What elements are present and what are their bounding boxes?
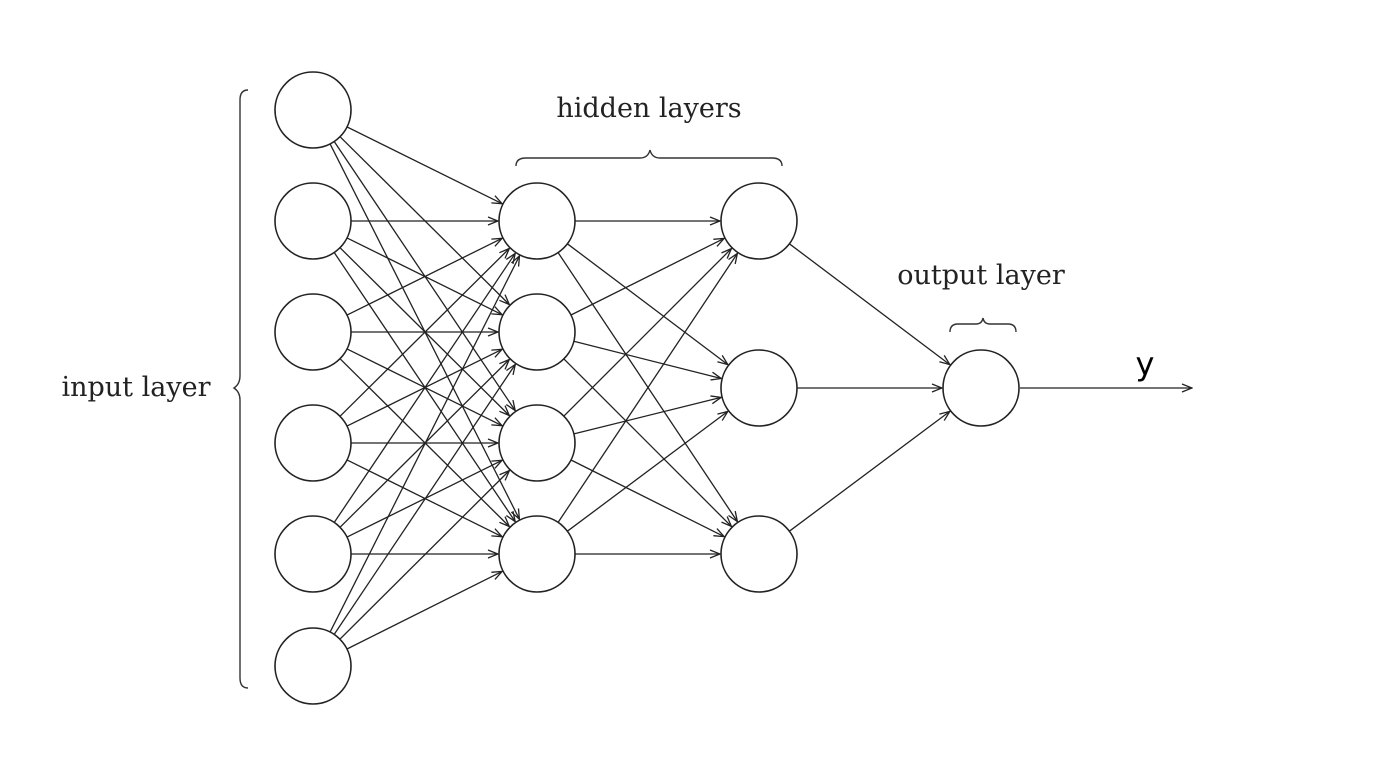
input-neuron-1 xyxy=(274,71,352,149)
connection-hidden2-3-to-output-1 xyxy=(789,411,949,532)
input-neuron-2 xyxy=(274,182,352,260)
connection-hidden1-1-to-hidden2-2 xyxy=(567,243,727,365)
connection-hidden1-4-to-hidden2-1 xyxy=(557,253,737,523)
connection-input-6-to-hidden1-4 xyxy=(346,571,502,650)
hidden2-neuron-1 xyxy=(720,182,798,260)
connection-input-6-to-hidden1-2 xyxy=(333,364,515,635)
connection-hidden1-4-to-hidden2-2 xyxy=(567,411,727,532)
connection-hidden1-3-to-hidden2-2 xyxy=(573,397,721,435)
output-neuron-1 xyxy=(942,349,1020,427)
connection-hidden1-3-to-hidden2-1 xyxy=(563,249,732,417)
hidden2-neuron-3 xyxy=(720,515,798,593)
connection-hidden1-2-to-hidden2-1 xyxy=(570,238,724,316)
hidden1-neuron-4 xyxy=(498,515,576,593)
input-neuron-4 xyxy=(274,404,352,482)
output-layer-brace xyxy=(949,317,1017,333)
input-neuron-5 xyxy=(274,515,352,593)
connection-hidden1-3-to-hidden2-3 xyxy=(570,459,724,537)
connection-input-4-to-hidden1-1 xyxy=(339,249,509,417)
hidden1-neuron-2 xyxy=(498,293,576,371)
output-symbol-label: y xyxy=(1136,345,1155,383)
input-layer-brace xyxy=(232,89,249,689)
connection-input-6-to-hidden1-1 xyxy=(329,256,519,633)
connection-hidden2-1-to-output-1 xyxy=(789,243,949,365)
connection-input-6-to-hidden1-3 xyxy=(339,471,510,640)
input-layer-label: input layer xyxy=(61,372,210,403)
connection-hidden1-2-to-hidden2-2 xyxy=(573,340,721,378)
hidden1-neuron-3 xyxy=(498,404,576,482)
connection-input-3-to-hidden1-1 xyxy=(346,238,502,316)
connection-input-1-to-hidden1-1 xyxy=(346,126,502,204)
hidden-layers-brace xyxy=(515,149,783,167)
connection-input-5-to-hidden1-1 xyxy=(333,253,515,523)
input-neuron-3 xyxy=(274,293,352,371)
hidden-layers-label: hidden layers xyxy=(556,93,741,124)
input-neuron-6 xyxy=(274,627,352,705)
hidden2-neuron-2 xyxy=(720,349,798,427)
output-layer-label: output layer xyxy=(897,260,1065,291)
hidden1-neuron-1 xyxy=(498,182,576,260)
connections xyxy=(329,126,950,650)
connection-hidden1-2-to-hidden2-3 xyxy=(563,358,732,527)
neurons xyxy=(274,71,1020,705)
